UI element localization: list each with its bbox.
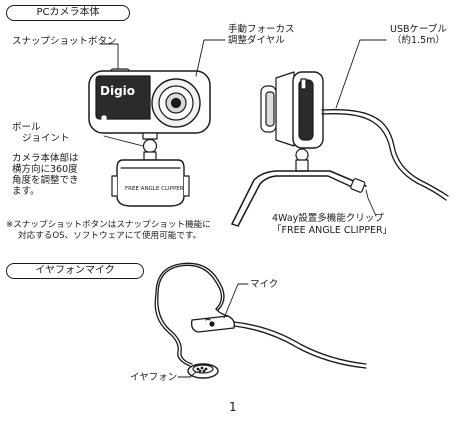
label-snapshot-button: スナップショットボタン [12,36,117,47]
label-body-desc-4: ます。 [12,186,40,197]
label-manual-focus-2: 調整ダイヤル [228,35,285,46]
leader-clip [365,189,377,217]
label-body-desc-2: 横方向に360度 [12,164,78,175]
label-mic: マイク [250,279,279,290]
label-usb-cable-2: （約1.5m） [392,35,445,46]
section-title-pc-camera: PCカメラ本体 [6,5,130,21]
earphone-illustration [154,262,367,379]
side-camera-illustration [231,71,449,227]
label-ball-joint-2: ジョイント [22,133,70,144]
page-number: 1 [229,400,237,414]
leader-usb [335,39,387,109]
label-clip-1: 4Way設置多機能クリップ [272,213,384,224]
label-ball-joint-1: ボール [12,122,41,133]
clip-print: FREE ANGLE CLIPPER [125,186,184,192]
leader-earphone [177,371,197,378]
label-manual-focus-1: 手動フォーカス [228,24,295,35]
label-usb-cable-1: USBケーブル [390,24,447,35]
label-body-desc-1: カメラ本体部は [12,153,79,164]
leader-snapshot [99,43,119,70]
front-camera-illustration [88,68,211,207]
section-title-earphone-mic: イヤフォンマイク [6,263,144,279]
leader-ball [103,135,144,147]
leader-mic [223,283,249,319]
camera-brand: Digio [100,84,136,98]
label-earphone: イヤフォン [130,372,178,383]
label-clip-2: 「FREE ANGLE CLIPPER」 [272,225,393,236]
leader-focus [195,39,226,77]
label-body-desc-3: 角度を調整でき [12,175,79,186]
note-line-1: ※スナップショットボタンはスナップショット機能に [6,220,211,230]
note-line-2: 対応するOS、ソフトウェアにて使用可能です。 [18,231,202,241]
